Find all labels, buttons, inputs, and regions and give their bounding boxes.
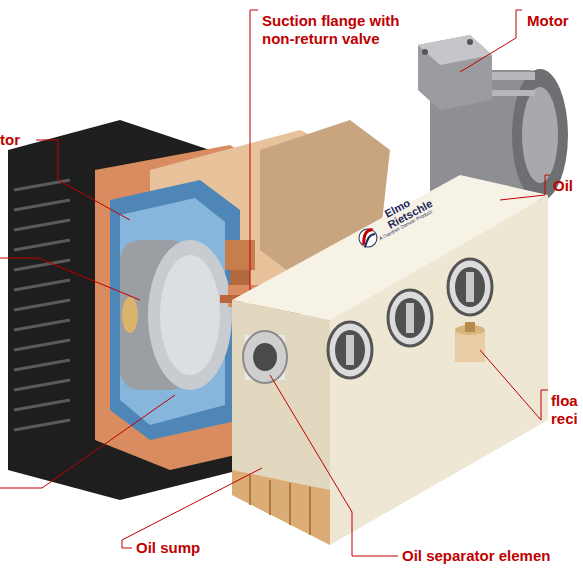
part-label: Suction flange with non-return valve xyxy=(262,12,432,48)
part-label: Oil separator elemen xyxy=(402,547,550,565)
separator-element-caps xyxy=(243,259,492,383)
part-label: floa reci xyxy=(551,392,583,428)
leader-lines xyxy=(0,10,550,556)
oil-separator-housing xyxy=(232,175,548,545)
part-label: Oil sump xyxy=(136,539,200,557)
part-label: tor xyxy=(0,131,20,149)
float-valve xyxy=(455,322,485,362)
part-label: Motor xyxy=(527,12,569,30)
motor xyxy=(418,35,568,201)
logo-mark xyxy=(356,226,380,250)
part-label: Oil xyxy=(553,177,573,195)
